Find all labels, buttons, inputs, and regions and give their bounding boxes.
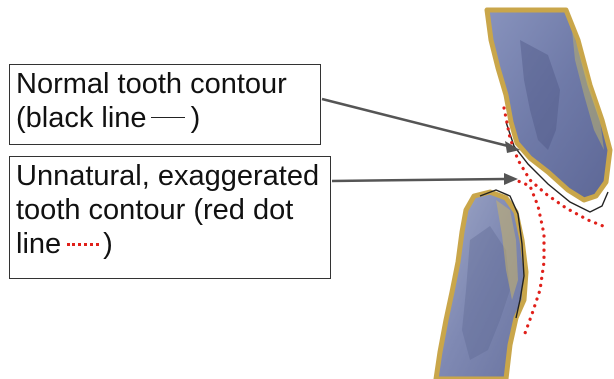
label-normal-line1: Normal tooth contour	[16, 67, 314, 101]
label-normal-line2-prefix: (black line	[16, 102, 147, 134]
label-normal-line2: (black line)	[16, 101, 314, 135]
label-unnatural-line3-suffix: )	[103, 228, 113, 260]
label-normal-contour: Normal tooth contour (black line)	[9, 64, 321, 145]
label-unnatural-contour: Unnatural, exaggerated tooth contour (re…	[9, 156, 331, 279]
label-unnatural-line1: Unnatural, exaggerated	[16, 159, 324, 193]
label-unnatural-line3-prefix: line	[16, 228, 61, 260]
upper-tooth	[487, 10, 610, 200]
red-dot-line-legend-icon	[67, 243, 99, 246]
lower-tooth	[436, 192, 526, 379]
black-line-legend-icon	[151, 117, 185, 118]
label-normal-line2-suffix: )	[191, 102, 201, 134]
pointer-arrow-unnatural	[332, 173, 518, 185]
label-unnatural-line2: tooth contour (red dot	[16, 193, 324, 227]
label-unnatural-line3: line)	[16, 227, 324, 261]
pointer-arrow-normal	[322, 99, 520, 153]
